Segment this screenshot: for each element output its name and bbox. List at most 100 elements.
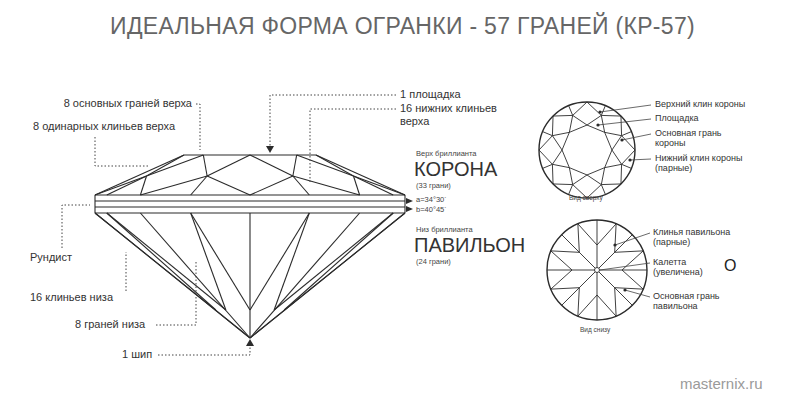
view-label: Верхний клин короны [655, 99, 745, 109]
facet-edge [207, 176, 250, 195]
facet-edge [569, 125, 587, 132]
facet-edge [601, 168, 604, 185]
facet-edge [147, 155, 184, 176]
arrowhead [246, 339, 254, 346]
facet-edge [539, 136, 552, 150]
facet-edge [552, 164, 554, 184]
leader-dot [596, 123, 599, 126]
watermark: masternix.ru [680, 375, 763, 392]
facet-edge [293, 155, 297, 176]
facet-edge [569, 115, 572, 132]
facet-edge [587, 125, 605, 132]
leader-line [598, 119, 651, 125]
facet-edge [612, 150, 622, 164]
leader-line [62, 205, 90, 248]
leader-line [158, 346, 250, 355]
facet-edge [587, 168, 605, 175]
facet-edge [601, 106, 605, 116]
leader-line [622, 134, 651, 140]
facet-edge [250, 213, 360, 338]
facet-edge [552, 150, 562, 164]
leader-line [126, 252, 127, 291]
part-label: 8 основных граней верха [64, 97, 192, 110]
part-label: 8 граней низа [75, 318, 145, 331]
view-caption: Вид снизу [580, 326, 610, 333]
facet-edge [573, 102, 587, 115]
facet-edge [615, 288, 644, 289]
view-label: Калетта (увеличена) [653, 257, 719, 278]
girdle-outline [539, 102, 635, 198]
facet-edge [316, 155, 405, 195]
facet-edge [573, 115, 587, 125]
facet-edge [95, 155, 184, 195]
facet-edge [539, 150, 552, 164]
facet-edge [622, 132, 632, 136]
leader-line [196, 104, 200, 150]
facet-edge [597, 235, 632, 270]
facet-edge [622, 270, 643, 289]
facet-edge [250, 213, 309, 310]
facet-edge [587, 115, 601, 125]
facet-edge [553, 115, 573, 117]
facet-edge [543, 164, 553, 168]
facet-edge [562, 235, 597, 270]
facet-edge [353, 176, 405, 195]
facet-edge [107, 176, 147, 195]
facet-edge [249, 213, 250, 338]
facet-edge [551, 251, 572, 270]
facet-edge [551, 288, 580, 289]
facet-edge [612, 136, 622, 150]
facet-edge [250, 213, 405, 338]
leader-line [615, 233, 650, 245]
facet-edge [569, 185, 573, 195]
facet-edge [615, 251, 644, 252]
facet-edge [578, 288, 579, 317]
section-heading: ПАВИЛЬОН [414, 234, 525, 257]
facet-edge [353, 176, 393, 195]
facet-edge [620, 164, 622, 184]
facet-edge [569, 106, 573, 116]
leader-lines [62, 95, 396, 355]
arrowheads [246, 146, 413, 346]
facet-edge [293, 176, 309, 195]
leader-line [630, 159, 651, 160]
facet-edge [552, 132, 569, 135]
leader-line [625, 290, 650, 297]
facet-edge [95, 194, 405, 195]
facet-edge [615, 224, 616, 253]
facet-edge [605, 150, 612, 168]
view-leader-lines [598, 105, 651, 297]
facet-edge [551, 270, 572, 289]
section-caption: (24 грани) [416, 258, 451, 267]
facet-edge [597, 224, 616, 245]
leader-line [95, 137, 150, 166]
part-label: 16 нижних клиньев верха [400, 102, 512, 127]
facet-edge [203, 155, 207, 176]
view-label: Основная грань павильона [653, 291, 745, 312]
facet-edge [297, 155, 354, 176]
facet-edge [597, 270, 632, 305]
facet-edge [622, 164, 632, 168]
leader-line [600, 105, 651, 112]
part-label: 1 площадка [400, 88, 461, 101]
section-caption: Верх бриллианта [416, 150, 477, 159]
facet-edge [140, 213, 250, 338]
facet-edge [578, 224, 579, 253]
facet-edge [191, 176, 207, 195]
facet-edge [601, 185, 605, 195]
leader-dot [628, 158, 631, 161]
facet-edge [620, 116, 622, 136]
facet-edge [597, 295, 616, 316]
section-caption: Низ бриллианта [416, 226, 473, 235]
culet-symbol: O [724, 257, 736, 275]
facet-edge [562, 150, 569, 168]
facet-edge [601, 183, 621, 185]
facet-edge [551, 251, 580, 252]
facet-edge [95, 212, 405, 213]
diamond-bottom-view [547, 220, 647, 320]
facet-edge [569, 168, 587, 175]
leader-dot [613, 243, 616, 246]
facet-edge [107, 213, 216, 310]
facet-edge [587, 102, 601, 115]
facet-edge [615, 288, 616, 317]
